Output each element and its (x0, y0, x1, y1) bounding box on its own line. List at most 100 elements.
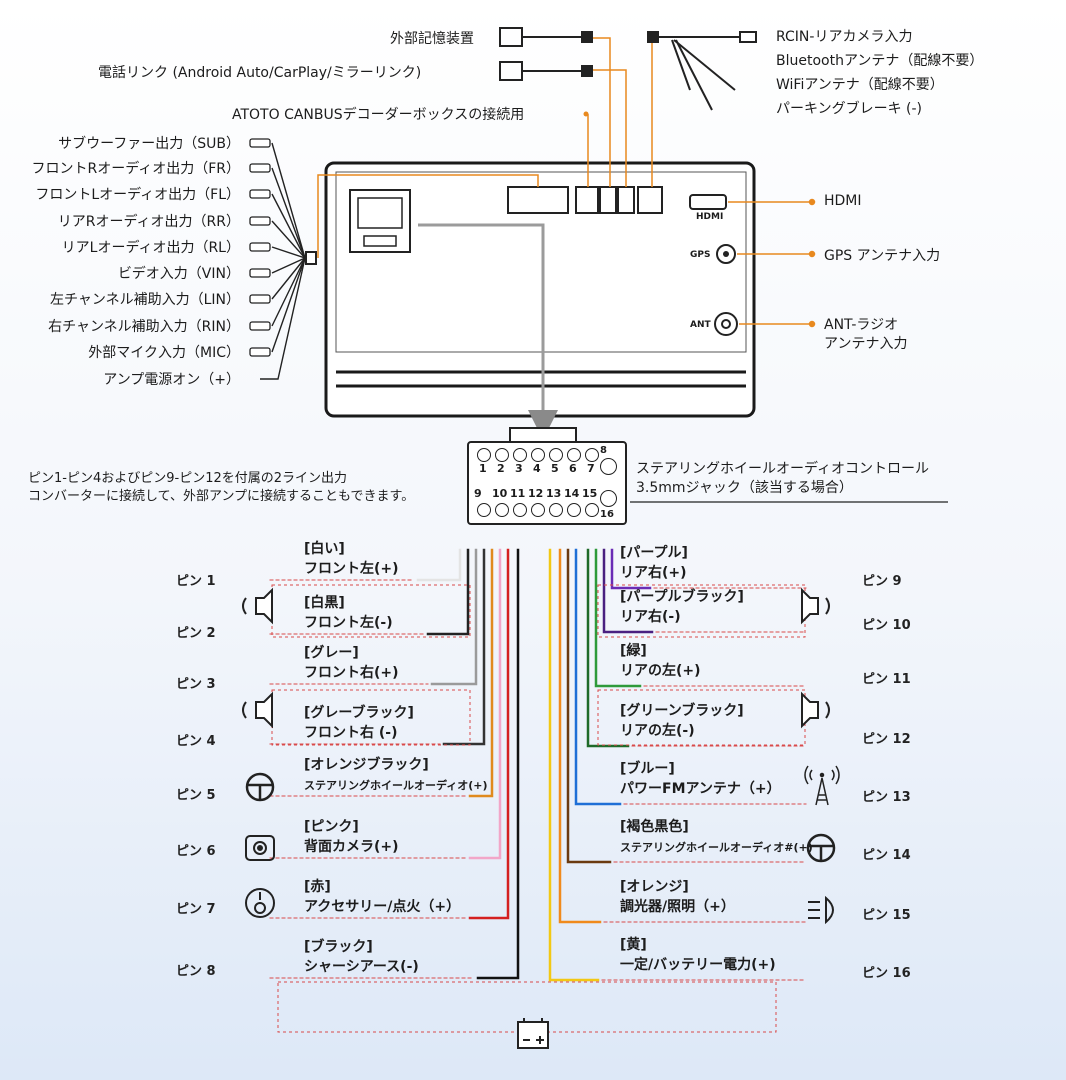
wire-desc-label: リアの左(-) (620, 723, 695, 739)
hdmi-label: HDMI (824, 193, 862, 209)
wire-right-15 (558, 548, 602, 924)
note-line-2: コンバーターに接続して、外部アンプに接続することもできます。 (28, 489, 415, 504)
connector-pin-number: 7 (587, 462, 595, 475)
wire-desc-label: ステアリングホイールオーディオ#(+) (620, 841, 813, 854)
wire-right-14 (566, 548, 612, 864)
left-output-label: サブウーファー出力（SUB） (58, 136, 240, 152)
connector-hole (585, 448, 599, 462)
ant-small-label: ANT (690, 320, 711, 330)
steering-wheel-icons (245, 772, 836, 863)
connector-pin-number: 14 (564, 487, 580, 500)
connector-pin-number: 2 (497, 462, 505, 475)
wire-desc-label: シャーシアース(-) (304, 959, 419, 975)
wire-left-4 (442, 548, 486, 746)
left-output-label: リアLオーディオ出力（RL） (61, 240, 240, 256)
connector-pin-number: 9 (474, 487, 482, 500)
wire-desc-label: パワーFMアンテナ（+） (620, 781, 781, 797)
wire-color-label: [グレー] (304, 645, 359, 661)
wire-color-label: [パープルブラック] (620, 589, 744, 605)
connector-pin-number: 12 (528, 487, 544, 500)
connector-hole (477, 448, 491, 462)
wire-desc-label: フロント左(-) (304, 615, 393, 631)
pin-label: ピン 4 (176, 734, 216, 749)
gray-arrow (418, 223, 558, 440)
light-icon (808, 895, 834, 925)
connector-pin-number: 8 (600, 445, 607, 456)
wire-color-label: [グリーンブラック] (620, 703, 744, 719)
wire-left-6 (468, 548, 502, 860)
connector-hole (477, 503, 491, 517)
rcin-label: RCIN-リアカメラ入力 (776, 29, 913, 45)
wire-desc-label: フロント左(+) (304, 561, 399, 577)
connector-pin-number: 1 (479, 462, 487, 475)
hdmi-small-label: HDMI (696, 212, 724, 222)
wire-left-3 (430, 548, 478, 686)
wire-left-7 (468, 548, 510, 920)
hdmi-port-shape (689, 194, 727, 210)
connector-pin-number: 3 (515, 462, 523, 475)
connector-hole (495, 503, 509, 517)
connector-hole (585, 503, 599, 517)
pin-label: ピン 1 (176, 574, 216, 589)
pin-label: ピン 11 (862, 672, 911, 687)
wire-left-5 (468, 548, 494, 798)
storage-port (575, 186, 599, 214)
antenna-icon (804, 765, 840, 806)
wire-left-2 (426, 548, 470, 636)
wire-color-label: [オレンジ] (620, 879, 689, 895)
pin-label: ピン 5 (176, 788, 216, 803)
connector-hole (531, 503, 545, 517)
connector-pin-number: 15 (582, 487, 598, 500)
connector-hole (567, 503, 581, 517)
connector-pin-number: 16 (600, 509, 614, 520)
connector-hole (531, 448, 545, 462)
wire-left-1 (416, 548, 462, 582)
pin-label: ピン 8 (176, 964, 216, 979)
wire-color-label: [赤] (304, 879, 331, 895)
left-output-label: 右チャンネル補助入力（RIN） (48, 319, 240, 335)
pin-label: ピン 3 (176, 677, 216, 692)
wire-desc-label: ステアリングホイールオーディオ(+) (304, 779, 488, 792)
wire-right-9 (610, 548, 652, 590)
wire-desc-label: 調光器/照明（+） (620, 899, 735, 915)
bluetooth-label: Bluetoothアンテナ（配線不要） (776, 53, 984, 69)
wire-right-10 (602, 548, 654, 634)
wire-desc-label: フロント右(+) (304, 665, 399, 681)
pin-label: ピン 14 (862, 848, 911, 863)
wire-color-label: [白い] (304, 541, 345, 557)
camera-port (637, 186, 663, 214)
battery-icon (517, 1018, 549, 1049)
left-output-label: アンプ電源オン（+） (103, 372, 240, 388)
steering-jack (600, 458, 617, 475)
camera-icon (245, 835, 275, 861)
wire-color-label: [ピンク] (304, 819, 359, 835)
wire-left-8 (476, 548, 520, 980)
connector-hole (549, 503, 563, 517)
left-output-label: フロントRオーディオ出力（FR） (31, 161, 240, 177)
wire-right-12 (586, 548, 630, 748)
steering-note-2: 3.5mmジャック（該当する場合） (636, 480, 853, 496)
pin-label: ピン 15 (862, 908, 911, 923)
wire-color-label: [緑] (620, 643, 647, 659)
ext-storage-label: 外部記憶装置 (390, 31, 474, 47)
connector-hole (495, 448, 509, 462)
pin-label: ピン 13 (862, 790, 911, 805)
wire-color-label: [オレンジブラック] (304, 757, 429, 773)
wire-color-label: [ブラック] (304, 939, 373, 955)
pin-label: ピン 6 (176, 844, 216, 859)
canbus-port (507, 186, 569, 214)
pin-label: ピン 9 (862, 574, 902, 589)
connector-pin-number: 5 (551, 462, 559, 475)
connector-pin-number: 13 (546, 487, 562, 500)
wire-desc-label: 背面カメラ(+) (304, 839, 399, 855)
connector-hole (513, 448, 527, 462)
left-output-label: リアRオーディオ出力（RR） (57, 214, 240, 230)
wire-right-16 (548, 548, 600, 982)
wire-color-label: [グレーブラック] (304, 705, 414, 721)
wire-desc-label: リア右(-) (620, 609, 681, 625)
wire-desc-label: 一定/バッテリー電力(+) (620, 957, 776, 973)
pin-label: ピン 10 (862, 618, 911, 633)
wire-desc-label: フロント右 (-) (304, 725, 398, 741)
ant-label-2: アンテナ入力 (824, 336, 908, 352)
